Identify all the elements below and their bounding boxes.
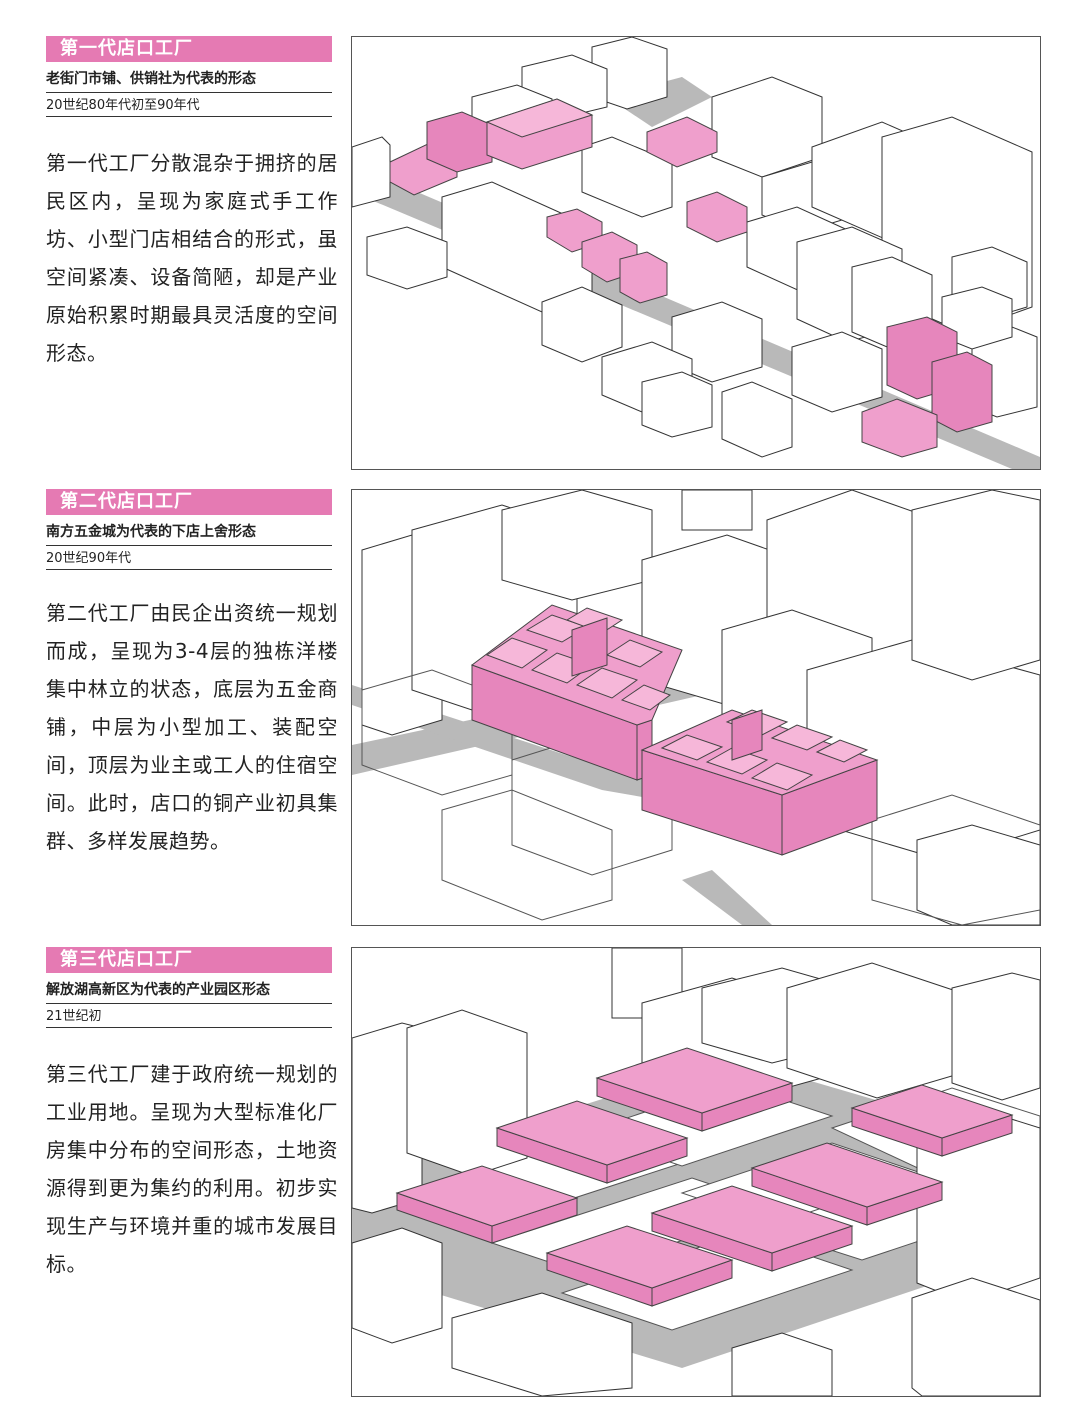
axonometric-diagram-industrial-park (352, 948, 1040, 1396)
section-second-generation: 第二代店口工厂 南方五金城为代表的下店上舍形态 20世纪90年代 第二代工厂由民… (0, 480, 1080, 935)
townhouse-cluster-highlighted (470, 604, 879, 856)
section-period: 20世纪80年代初至90年代 (46, 96, 332, 117)
factory-buildings-highlighted (395, 1047, 1014, 1307)
residential-buildings (352, 37, 1038, 458)
section-tag: 第二代店口工厂 (46, 489, 332, 515)
section-description: 第一代工厂分散混杂于拥挤的居民区内，呈现为家庭式手工作坊、小型门店相结合的形式，… (46, 151, 338, 365)
section-subtitle: 老街门市铺、供销社为代表的形态 (46, 68, 332, 93)
diagram-panel-first-generation (351, 36, 1041, 470)
section-period: 21世纪初 (46, 1007, 332, 1028)
section-tag: 第一代店口工厂 (46, 36, 332, 62)
diagram-panel-second-generation (351, 489, 1041, 926)
surrounding-buildings (361, 490, 1040, 925)
section-third-generation: 第三代店口工厂 解放湖高新区为代表的产业园区形态 21世纪初 第三代工厂建于政府… (0, 935, 1080, 1408)
section-description: 第三代工厂建于政府统一规划的工业用地。呈现为大型标准化厂房集中分布的空间形态，土… (46, 1062, 338, 1276)
road (622, 77, 712, 127)
axonometric-diagram-hardware-city (352, 490, 1040, 925)
axonometric-diagram-old-street (352, 37, 1040, 469)
section-first-generation: 第一代店口工厂 老街门市铺、供销社为代表的形态 20世纪80年代初至90年代 第… (0, 0, 1080, 480)
road (682, 870, 772, 925)
diagram-panel-third-generation (351, 947, 1041, 1397)
workshop-buildings-highlighted (389, 98, 993, 458)
section-period: 20世纪90年代 (46, 549, 332, 570)
section-description: 第二代工厂由民企出资统一规划而成，呈现为3-4层的独栋洋楼集中林立的状态，底层为… (46, 601, 338, 853)
section-subtitle: 南方五金城为代表的下店上舍形态 (46, 521, 332, 546)
section-subtitle: 解放湖高新区为代表的产业园区形态 (46, 979, 332, 1004)
section-tag: 第三代店口工厂 (46, 947, 332, 973)
